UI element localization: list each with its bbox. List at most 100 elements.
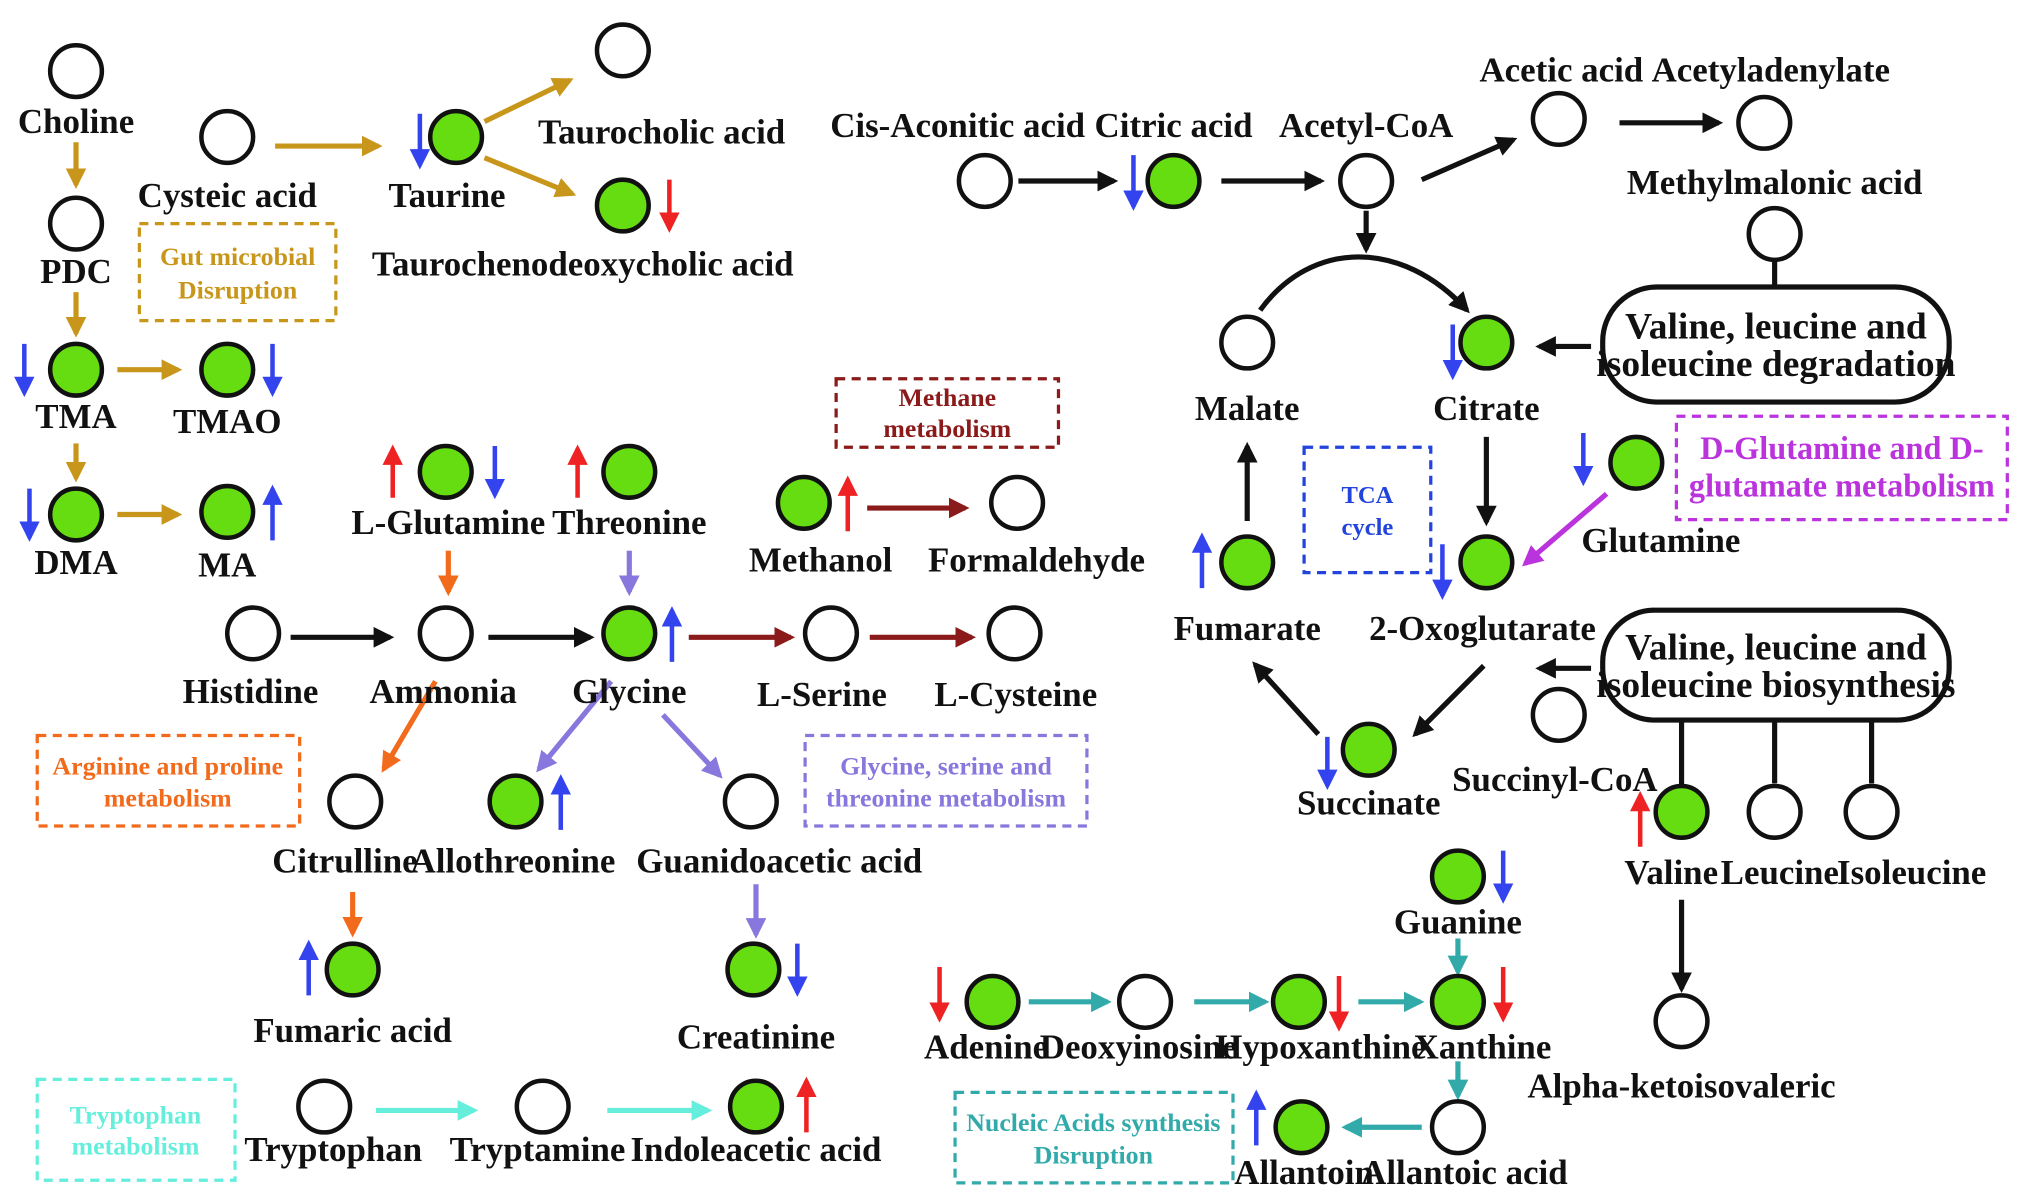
- node-fumaric-acid: [324, 941, 381, 998]
- label-tma: TMA: [35, 397, 116, 436]
- label-alpha-ketoisovaleric: Alpha-ketoisovaleric: [1527, 1067, 1835, 1106]
- label-malate: Malate: [1195, 389, 1300, 428]
- label-allothreonine: Allothreonine: [411, 842, 616, 881]
- node-leucine: [1746, 783, 1803, 840]
- label-ammonia: Ammonia: [369, 672, 516, 711]
- node-creatinine: [725, 941, 782, 998]
- pathway-boxes: [35, 222, 2009, 1185]
- label-2-oxoglutarate: 2-Oxoglutarate: [1369, 609, 1596, 648]
- node-isoleucine: [1843, 783, 1900, 840]
- node-cysteic-acid: [199, 108, 256, 166]
- label-creatinine: Creatinine: [677, 1017, 835, 1056]
- node-l-serine: [802, 605, 860, 662]
- vli-degradation-pill: [1600, 284, 1952, 405]
- node-l-cysteine: [986, 605, 1043, 662]
- node-allothreonine: [487, 773, 544, 830]
- node-acetic-acid: [1530, 90, 1587, 148]
- label-cis-aconitic-acid: Cis-Aconitic acid: [830, 106, 1085, 145]
- node-tmao: [199, 341, 256, 398]
- vli-biosynthesis-line2: isoleucine biosynthesis: [1596, 665, 1955, 706]
- label-citrate: Citrate: [1433, 389, 1540, 428]
- label-acetyladenylate: Acetyladenylate: [1652, 50, 1890, 89]
- arginine-box: [35, 733, 302, 828]
- nucleic-box: [953, 1090, 1235, 1185]
- label-pdc: PDC: [40, 252, 112, 291]
- label-fumaric-acid: Fumaric acid: [253, 1011, 452, 1050]
- label-histidine: Histidine: [183, 672, 319, 711]
- glycine-box-line1: Glycine, serine and: [840, 751, 1052, 780]
- node-malate: [1219, 314, 1276, 371]
- label-choline: Choline: [18, 102, 134, 141]
- node-citric-acid: [1145, 152, 1202, 210]
- label-valine: Valine: [1624, 853, 1718, 892]
- label-allantoic-acid: Allantoic acid: [1361, 1153, 1568, 1188]
- gut-microbial-box: [137, 222, 338, 323]
- metabolite-nodes: [47, 22, 1900, 1156]
- node-l-glutamine: [417, 443, 474, 500]
- nucleic-box-line2: Disruption: [1034, 1140, 1153, 1169]
- node-taurocholic-acid: [594, 22, 651, 79]
- node-valine: [1653, 783, 1710, 840]
- dglutamine-box-line2: glutamate metabolism: [1689, 467, 1995, 503]
- glycine-serine-box: [803, 733, 1089, 828]
- node-taurine: [427, 108, 485, 166]
- node-citrate: [1458, 314, 1515, 371]
- node-methanol: [775, 474, 832, 531]
- gut-box-line1: Gut microbial: [160, 242, 315, 271]
- label-l-cysteine: L-Cysteine: [934, 675, 1097, 714]
- pathway-labels: Gut microbial Disruption Methane metabol…: [52, 242, 1994, 1169]
- tryptophan-box: [35, 1077, 237, 1182]
- label-guanidoacetic-acid: Guanidoacetic acid: [636, 842, 923, 881]
- label-hypoxanthine: Hypoxanthine: [1215, 1028, 1426, 1067]
- label-succinyl-coa: Succinyl-CoA: [1452, 760, 1657, 799]
- arginine-box-line1: Arginine and proline: [52, 751, 283, 780]
- label-acetyl-coa: Acetyl-CoA: [1279, 106, 1453, 145]
- node-2-oxoglutarate: [1458, 534, 1515, 591]
- label-xanthine: Xanthine: [1414, 1028, 1552, 1067]
- label-allantoin: Allantoin: [1234, 1153, 1374, 1188]
- label-methanol: Methanol: [749, 540, 893, 579]
- node-tryptamine: [514, 1078, 571, 1135]
- node-succinyl-coa: [1530, 686, 1587, 743]
- vli-biosynthesis-pill: [1600, 607, 1952, 723]
- tryptophan-box-line1: Tryptophan: [70, 1100, 202, 1129]
- pathway-pills: [1600, 284, 1952, 723]
- node-formaldehyde: [988, 474, 1046, 531]
- methane-box-line2: metabolism: [883, 414, 1011, 443]
- node-tma: [47, 341, 105, 398]
- node-methylmalonic-acid: [1746, 205, 1803, 263]
- node-pdc: [47, 195, 105, 252]
- reaction-arrows: [65, 77, 1724, 1138]
- node-histidine: [225, 605, 282, 662]
- label-formaldehyde: Formaldehyde: [928, 540, 1145, 579]
- methane-box: [834, 377, 1061, 449]
- node-allantoin: [1273, 1099, 1330, 1156]
- vli-biosynthesis-line1: Valine, leucine and: [1625, 627, 1927, 668]
- node-taurochenodeoxycholic-acid: [594, 177, 651, 234]
- label-taurocholic-acid: Taurocholic acid: [538, 112, 786, 151]
- node-allantoic-acid: [1429, 1099, 1487, 1156]
- node-ma: [199, 483, 256, 541]
- tryptophan-box-line2: metabolism: [72, 1131, 200, 1160]
- label-ma: MA: [198, 546, 256, 585]
- label-citric-acid: Citric acid: [1095, 106, 1254, 145]
- node-guanine: [1429, 848, 1487, 905]
- node-dma: [47, 486, 105, 543]
- node-choline: [47, 42, 105, 100]
- methane-box-line1: Methane: [898, 383, 996, 412]
- connector-lines: [1678, 259, 1875, 788]
- gut-box-line2: Disruption: [178, 276, 297, 305]
- label-succinate: Succinate: [1297, 783, 1440, 822]
- node-ammonia: [417, 605, 474, 662]
- label-indoleacetic-acid: Indoleacetic acid: [630, 1130, 882, 1169]
- label-citrulline: Citrulline: [272, 842, 417, 881]
- node-acetyladenylate: [1736, 94, 1793, 151]
- node-threonine: [601, 443, 658, 500]
- node-guanidoacetic-acid: [722, 773, 779, 830]
- tca-box-line1: TCA: [1342, 482, 1394, 509]
- label-l-serine: L-Serine: [757, 675, 887, 714]
- glycine-box-line2: threonine metabolism: [826, 784, 1066, 813]
- label-taurine: Taurine: [389, 176, 506, 215]
- node-citrulline: [327, 773, 384, 830]
